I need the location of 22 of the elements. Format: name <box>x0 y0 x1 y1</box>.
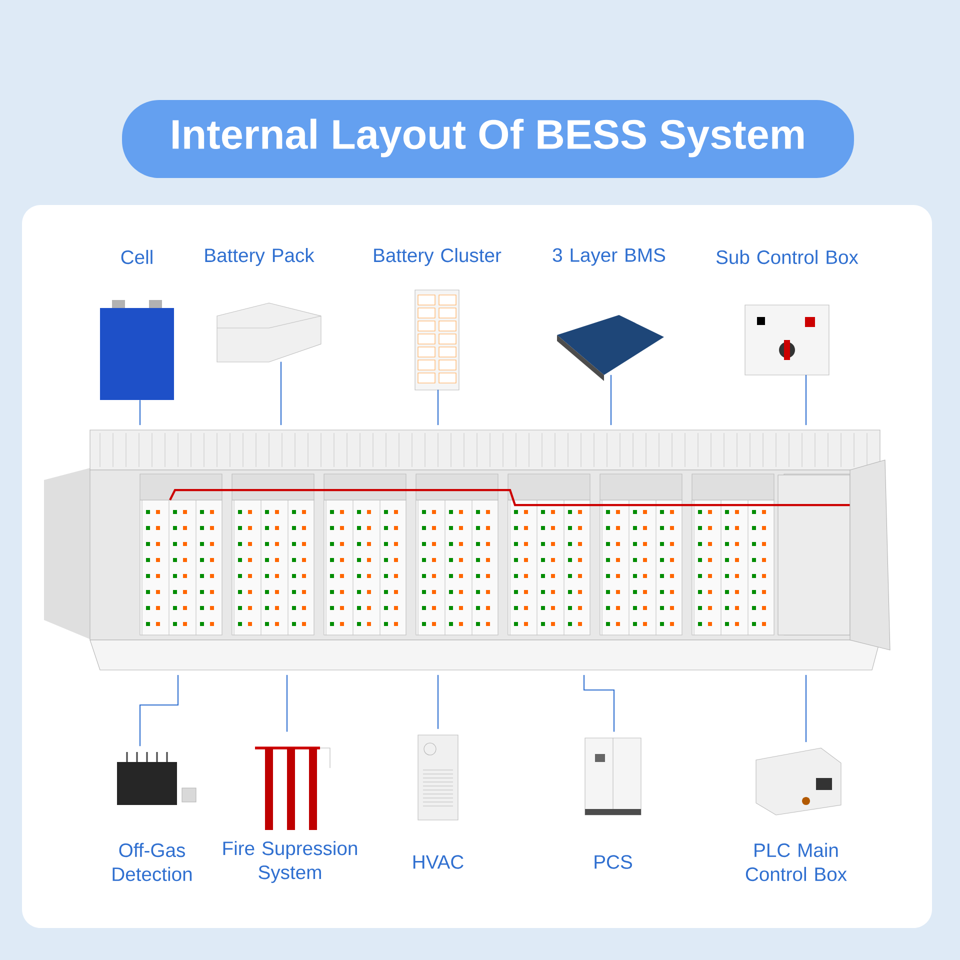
component-label: Cell <box>121 250 152 264</box>
leader-line <box>139 400 141 426</box>
component-label: Battery Cluster <box>374 248 502 266</box>
leader-line <box>286 674 288 732</box>
leader-line <box>805 374 807 426</box>
leader-line <box>437 674 439 729</box>
component-label: PLC Main Control Box <box>746 842 847 882</box>
container-drawing <box>44 430 890 670</box>
title-banner: Internal Layout Of BESS System <box>122 100 854 178</box>
leader-line <box>437 390 439 426</box>
component-label: Sub Control Box <box>716 250 858 264</box>
leader-line <box>139 674 179 746</box>
component-label: Battery Pack <box>205 248 314 266</box>
component-label: 3 Layer BMS <box>552 248 666 266</box>
component-label: PCS <box>594 855 632 869</box>
leader-line <box>805 674 807 742</box>
leader-line <box>280 362 282 426</box>
leader-line <box>610 374 612 426</box>
component-label: Off-Gas Detection <box>112 842 192 882</box>
component-label: Fire Supression System <box>223 841 357 884</box>
leader-line <box>583 674 615 732</box>
component-label: HVAC <box>413 855 464 869</box>
